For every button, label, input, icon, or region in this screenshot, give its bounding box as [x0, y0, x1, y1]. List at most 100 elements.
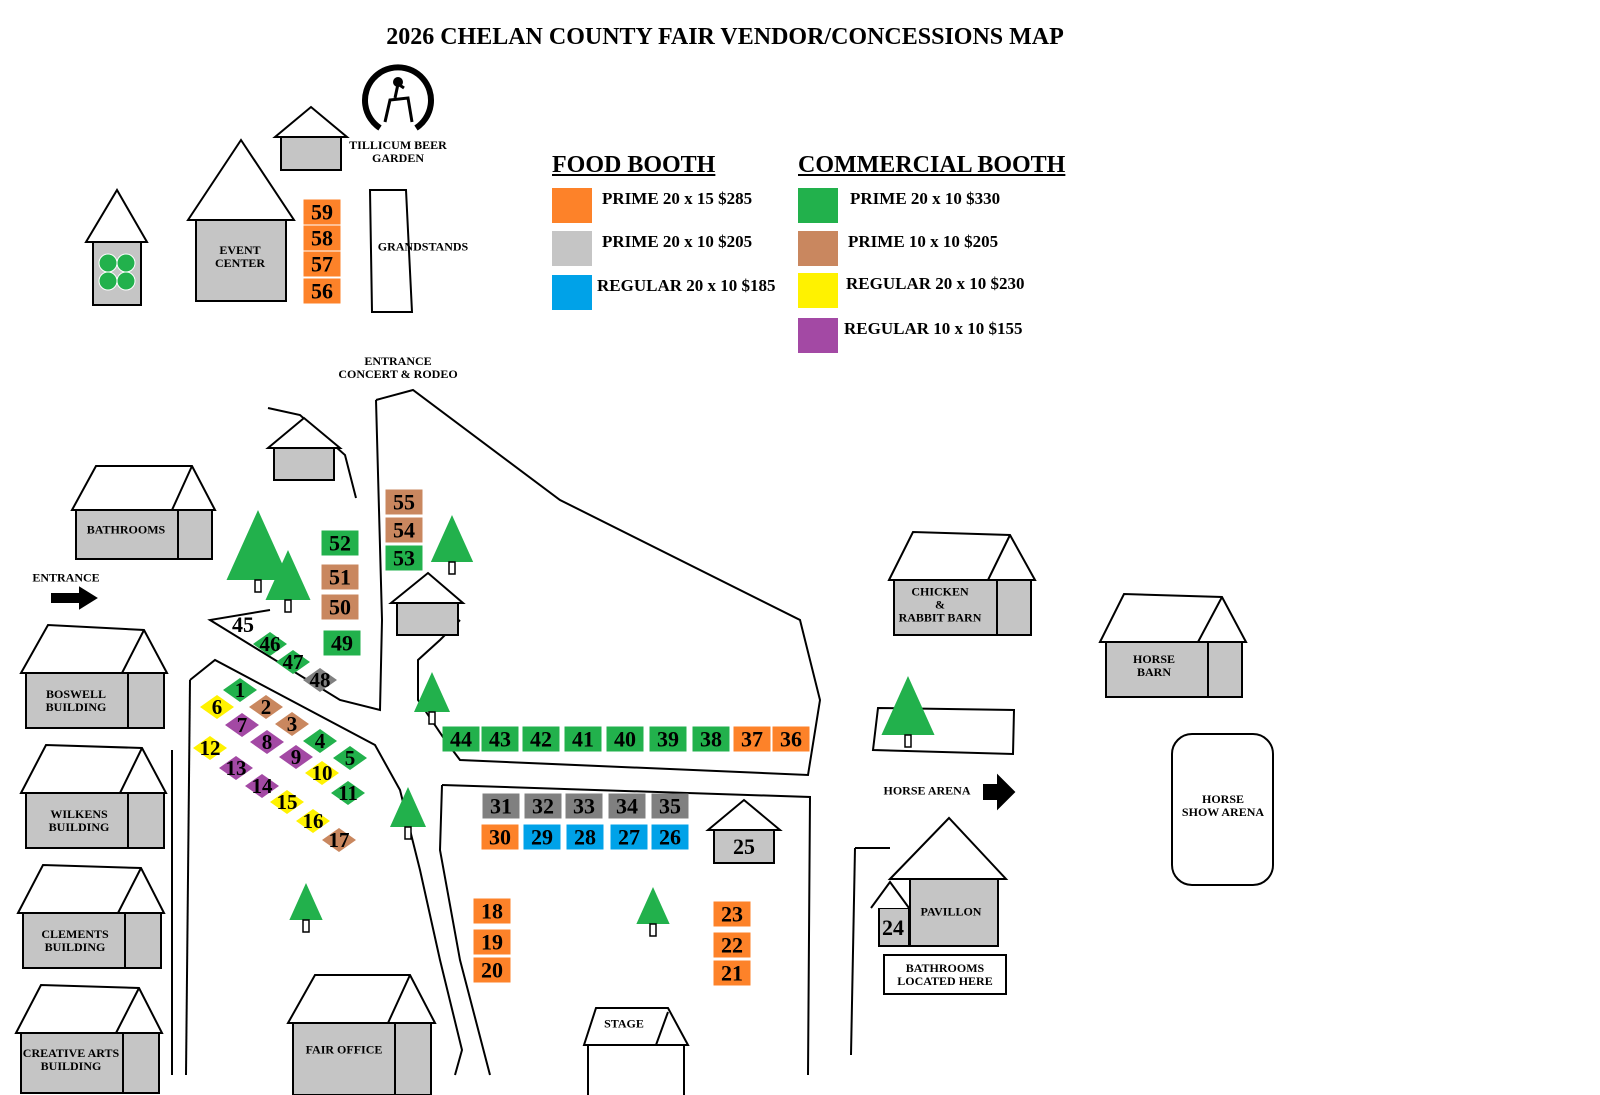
tree-icon [414, 672, 450, 725]
label-creative-arts: CREATIVE ARTS BUILDING [22, 1046, 120, 1073]
legend-label: REGULAR 20 x 10 $185 [597, 276, 776, 295]
legend-swatch [798, 273, 838, 308]
booth-20[interactable]: 20 [473, 957, 511, 983]
booth-44[interactable]: 44 [442, 726, 480, 752]
booth-49[interactable]: 49 [323, 630, 361, 656]
booth-number: 1 [234, 678, 246, 702]
booth-50[interactable]: 50 [321, 594, 359, 620]
legend-swatch [552, 188, 592, 223]
booth-22[interactable]: 22 [713, 932, 751, 958]
legend-swatch [798, 318, 838, 353]
grandstands-outline [368, 189, 414, 313]
booth-30[interactable]: 30 [481, 824, 519, 850]
booth-number: 46 [259, 632, 281, 656]
legend-commercial-title: COMMERCIAL BOOTH [798, 152, 1066, 178]
tree-icon [636, 887, 670, 937]
booth-number: 2 [260, 695, 272, 719]
label-event-center: EVENT CENTER [214, 243, 266, 270]
booth-number: 15 [276, 790, 298, 814]
booth-40[interactable]: 40 [606, 726, 644, 752]
booth-53[interactable]: 53 [385, 545, 423, 571]
roofs [14, 105, 1248, 1095]
booth-number: 5 [344, 746, 356, 770]
horse-arena-outline [871, 706, 1016, 756]
label-boswell: BOSWELL BUILDING [45, 687, 107, 714]
booth-number: 17 [328, 828, 350, 852]
booth-number: 10 [311, 761, 333, 785]
booth-52[interactable]: 52 [321, 530, 359, 556]
tree-icon [430, 515, 474, 575]
booth-34[interactable]: 34 [608, 793, 646, 819]
label-beer-garden: TILLICUM BEER GARDEN [349, 138, 447, 165]
tree-icon [265, 550, 311, 613]
label-wilkens: WILKENS BUILDING [48, 807, 110, 834]
booth-51[interactable]: 51 [321, 564, 359, 590]
label-chicken-barn: CHICKEN & RABBIT BARN [898, 584, 982, 625]
booth-33[interactable]: 33 [565, 793, 603, 819]
legend-label: REGULAR 10 x 10 $155 [844, 319, 1023, 338]
tree-icon [289, 883, 323, 933]
label-horse-show-arena: HORSE SHOW ARENA [1181, 792, 1265, 819]
booth-56[interactable]: 56 [303, 278, 341, 304]
booth-number: 11 [338, 781, 358, 805]
booth-number: 47 [282, 650, 304, 674]
booth-number: 3 [286, 712, 298, 736]
label-grandstands: GRANDSTANDS [377, 239, 469, 254]
booth-number: 16 [302, 809, 324, 833]
booth-number: 6 [211, 695, 223, 719]
booth-29[interactable]: 29 [523, 824, 561, 850]
label-clements: CLEMENTS BUILDING [41, 927, 109, 954]
entrance-arrow-icon [51, 586, 98, 610]
label-horse-arena: HORSE ARENA [883, 783, 971, 798]
booth-25: 25 [733, 834, 755, 859]
tree-icon [881, 676, 935, 748]
clover-icon [98, 253, 136, 291]
legend-swatch [552, 275, 592, 310]
booth-23[interactable]: 23 [713, 901, 751, 927]
booth-number: 4 [314, 729, 326, 753]
booth-18[interactable]: 18 [473, 898, 511, 924]
booth-35[interactable]: 35 [651, 793, 689, 819]
label-bathrooms: BATHROOMS [86, 522, 166, 537]
booth-number: 9 [290, 745, 302, 769]
legend-label: PRIME 20 x 10 $205 [602, 232, 753, 251]
legend-food-title: FOOD BOOTH [552, 152, 716, 178]
booth-number: 13 [225, 756, 247, 780]
booth-27[interactable]: 27 [610, 824, 648, 850]
label-stage: STAGE [604, 1016, 644, 1031]
horse-show-arena-outline [1171, 733, 1274, 886]
legend-label: REGULAR 20 x 10 $230 [846, 274, 1025, 293]
booth-58[interactable]: 58 [303, 225, 341, 251]
booth-41[interactable]: 41 [564, 726, 602, 752]
label-entrance-concert: ENTRANCE CONCERT & RODEO [338, 354, 458, 381]
booth-54[interactable]: 54 [385, 517, 423, 543]
booth-number: 14 [251, 774, 273, 798]
booth-36[interactable]: 36 [772, 726, 810, 752]
booth-21[interactable]: 21 [713, 960, 751, 986]
legend-label: PRIME 20 x 15 $285 [602, 189, 753, 208]
legend-swatch [798, 231, 838, 266]
booth-32[interactable]: 32 [524, 793, 562, 819]
building-boxes [20, 136, 1243, 1095]
booth-39[interactable]: 39 [649, 726, 687, 752]
label-pavillon: PAVILLON [920, 904, 982, 919]
booth-19[interactable]: 19 [473, 929, 511, 955]
booth-26[interactable]: 26 [651, 824, 689, 850]
booth-number: 48 [309, 668, 331, 692]
booth-38[interactable]: 38 [692, 726, 730, 752]
legend-label: PRIME 10 x 10 $205 [848, 232, 999, 251]
booth-31[interactable]: 31 [482, 793, 520, 819]
booth-59[interactable]: 59 [303, 199, 341, 225]
booth-55[interactable]: 55 [385, 489, 423, 515]
tree-icon [226, 510, 290, 593]
booth-43[interactable]: 43 [481, 726, 519, 752]
booth-42[interactable]: 42 [522, 726, 560, 752]
bathrooms-box [883, 954, 1007, 995]
booth-28[interactable]: 28 [566, 824, 604, 850]
booth-37[interactable]: 37 [733, 726, 771, 752]
legend-label: PRIME 20 x 10 $330 [850, 189, 1001, 208]
booth-57[interactable]: 57 [303, 251, 341, 277]
label-fair-office: FAIR OFFICE [305, 1042, 383, 1057]
trees [226, 510, 935, 937]
